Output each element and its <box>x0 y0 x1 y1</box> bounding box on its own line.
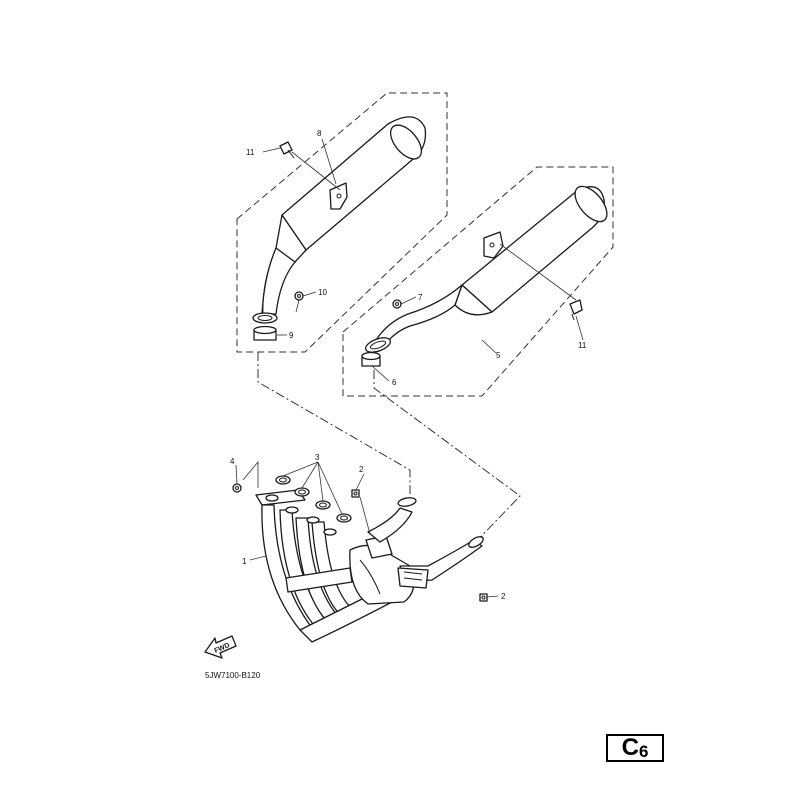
muffler-assembly-8-outline <box>236 92 448 353</box>
forward-direction-arrow: FWD <box>204 635 237 659</box>
gasket-6 <box>361 351 381 367</box>
callout-4: 4 <box>230 457 235 466</box>
callout-5: 5 <box>496 351 501 360</box>
callout-11-left: 11 <box>246 148 255 157</box>
header-gaskets-3 <box>265 475 352 536</box>
callout-10: 10 <box>318 288 327 297</box>
callout-2-lower: 2 <box>501 592 506 601</box>
callout-2-upper: 2 <box>359 465 364 474</box>
muffler-5 <box>375 185 608 347</box>
page-tag-number: 6 <box>638 741 649 761</box>
exhaust-header-pipe-1 <box>255 489 484 643</box>
callout-8: 8 <box>317 129 322 138</box>
bolt-7 <box>392 299 402 309</box>
callout-7: 7 <box>418 293 423 302</box>
page-tag-letter: C <box>621 734 639 761</box>
nut-4 <box>232 483 242 493</box>
callout-3: 3 <box>315 453 320 462</box>
callout-11-right: 11 <box>578 341 587 350</box>
gasket-6-upper <box>364 337 392 353</box>
gasket-9 <box>253 325 277 341</box>
connection-line-right <box>373 370 521 549</box>
muffler-assembly-5-outline <box>342 166 614 397</box>
bolt-10 <box>294 291 304 301</box>
connection-line-left <box>257 352 411 494</box>
bolt-2-lower <box>479 593 488 602</box>
bolt-11-left <box>279 141 295 159</box>
callout-1: 1 <box>242 557 247 566</box>
callout-9: 9 <box>289 331 294 340</box>
leader-lines <box>235 138 584 598</box>
muffler-8 <box>261 116 427 315</box>
callout-6: 6 <box>392 378 397 387</box>
gasket-9-upper <box>252 312 278 324</box>
drawing-code: 5JW7100-B120 <box>205 671 261 680</box>
bolt-11-right <box>569 299 583 321</box>
bolt-2-upper <box>351 489 360 498</box>
